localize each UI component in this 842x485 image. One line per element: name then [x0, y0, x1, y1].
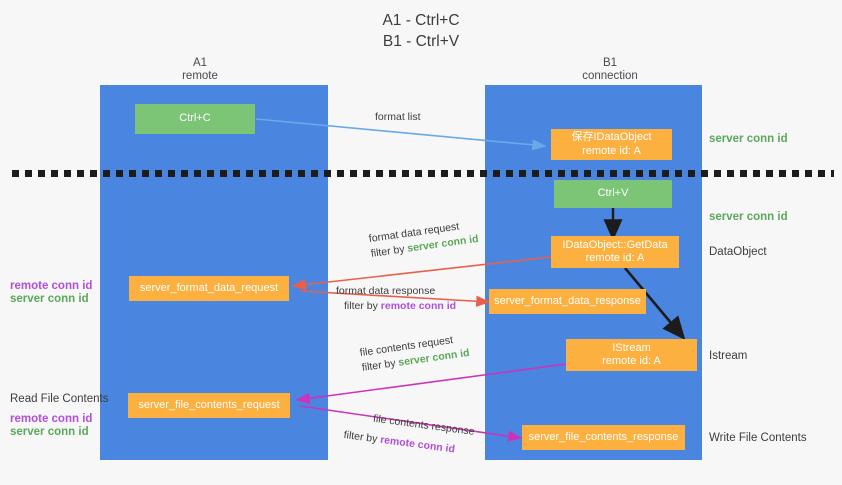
- edge-format-data-response-main: format data response: [336, 285, 436, 297]
- page-title: A1 - Ctrl+C B1 - Ctrl+V: [0, 10, 842, 52]
- column-b1-name: B1: [602, 57, 618, 69]
- edge-file-contents-response-filter-prefix: filter by: [342, 428, 381, 446]
- node-getdata-line1: IDataObject::GetData: [562, 238, 668, 251]
- note-remote-conn-id-2: remote conn id: [10, 413, 93, 425]
- note-istream: Istream: [709, 350, 748, 362]
- column-b1-subtitle: connection: [582, 70, 638, 82]
- note-read-file-contents: Read File Contents: [10, 393, 109, 405]
- node-getdata-line2: remote id: A: [585, 252, 645, 264]
- node-server-file-contents-response[interactable]: server_file_contents_response: [522, 425, 685, 450]
- title-line-1: A1 - Ctrl+C: [382, 12, 460, 29]
- column-a1-subtitle: remote: [182, 70, 218, 82]
- arrow-format-data-response: [299, 290, 491, 307]
- node-istream[interactable]: IStream remote id: A: [566, 339, 697, 371]
- edge-format-list-main: format list: [375, 111, 421, 123]
- node-ctrl-c-label: Ctrl+C: [179, 112, 211, 125]
- node-server-format-data-request-label: server_format_data_request: [139, 281, 279, 294]
- node-server-file-contents-response-label: server_file_contents_response: [528, 430, 679, 443]
- edge-label-format-list: format list: [375, 110, 421, 125]
- node-server-file-contents-request[interactable]: server_file_contents_request: [128, 393, 290, 418]
- column-header-a1: A1 remote: [120, 57, 280, 83]
- node-save-idataobject-line2: remote id: A: [582, 144, 641, 157]
- note-server-conn-id-top: server conn id: [709, 133, 788, 145]
- title-line-2: B1 - Ctrl+V: [382, 33, 460, 50]
- arrow-getdata-to-istream: [624, 267, 686, 340]
- note-server-conn-id-mid: server conn id: [709, 211, 788, 223]
- node-ctrl-v[interactable]: Ctrl+V: [554, 180, 672, 208]
- edge-file-contents-request-filter-prefix: filter by: [361, 356, 400, 374]
- edge-format-data-response-filter: filter by remote conn id: [344, 299, 456, 314]
- node-ctrl-c[interactable]: Ctrl+C: [135, 104, 255, 134]
- node-save-idataobject-line1: 保存IDataObject: [571, 131, 652, 143]
- note-remote-conn-id-1: remote conn id: [10, 280, 93, 292]
- column-a1-name: A1: [192, 57, 208, 69]
- note-dataobject: DataObject: [709, 246, 767, 258]
- arrow-file-contents-request: [295, 363, 567, 404]
- node-idataobject-getdata[interactable]: IDataObject::GetData remote id: A: [551, 236, 679, 268]
- node-ctrl-v-label: Ctrl+V: [597, 187, 629, 200]
- edge-format-data-request-filter-prefix: filter by: [370, 242, 409, 260]
- phase-divider: [12, 170, 834, 177]
- edge-format-data-response-filter-prefix: filter by: [344, 300, 381, 312]
- arrow-file-contents-response: [299, 405, 523, 442]
- node-save-idataobject[interactable]: 保存IDataObject remote id: A: [551, 129, 672, 160]
- note-write-file-contents: Write File Contents: [709, 432, 807, 444]
- node-server-format-data-request[interactable]: server_format_data_request: [129, 276, 289, 301]
- node-istream-line1: IStream: [612, 341, 651, 354]
- column-header-b1: B1 connection: [530, 57, 690, 83]
- arrow-format-data-request: [291, 256, 552, 291]
- node-istream-line2: remote id: A: [602, 355, 661, 367]
- arrow-format-list: [255, 118, 547, 151]
- node-server-file-contents-request-label: server_file_contents_request: [138, 398, 280, 411]
- edge-format-data-response-filter-target: remote conn id: [380, 300, 457, 312]
- note-server-conn-id-2: server conn id: [10, 426, 89, 438]
- note-server-conn-id-1: server conn id: [10, 293, 89, 305]
- node-server-format-data-response-label: server_format_data_response: [494, 294, 641, 307]
- edge-label-format-data-response: format data response filter by remote co…: [336, 284, 456, 314]
- node-server-format-data-response[interactable]: server_format_data_response: [489, 289, 646, 314]
